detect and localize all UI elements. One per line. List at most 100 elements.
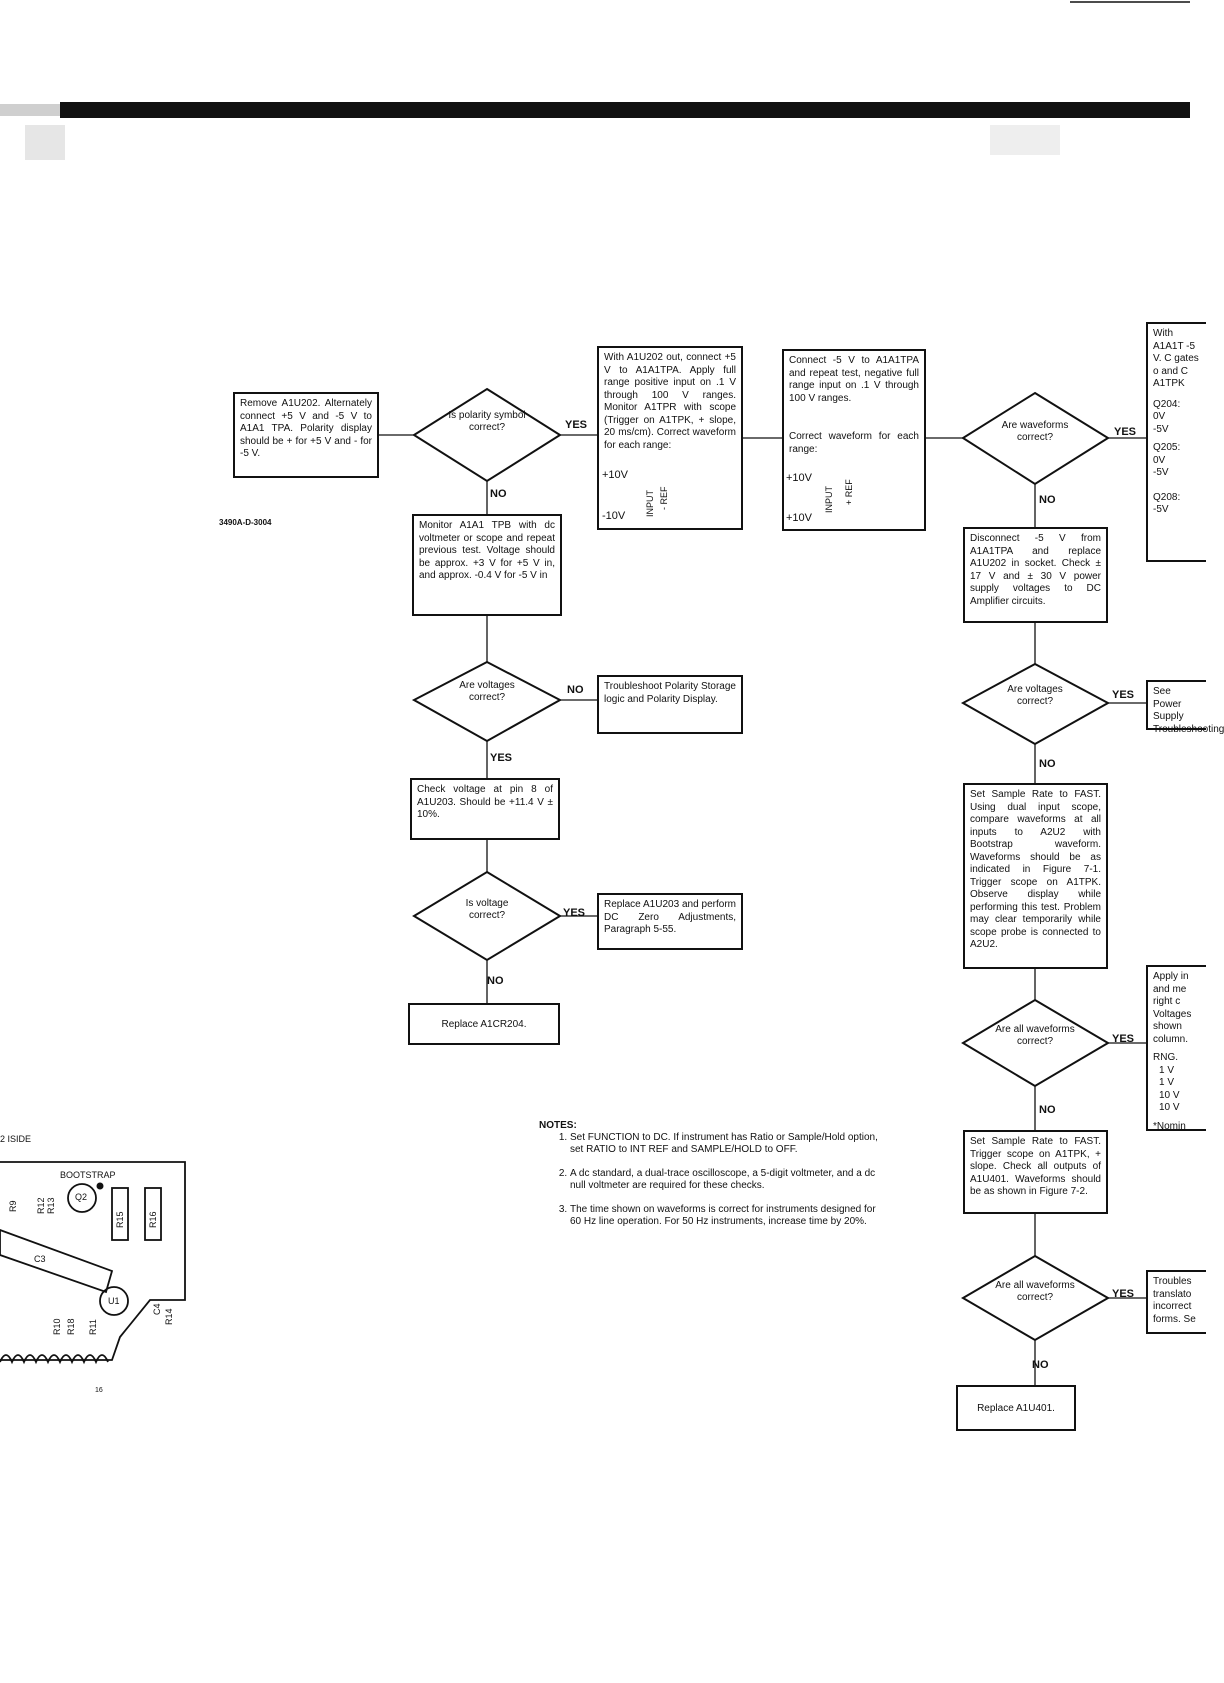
pcb-r14-label: R14: [164, 1308, 174, 1325]
no-label: NO: [567, 684, 584, 696]
pcb-bootstrap-dot: [96, 1182, 104, 1190]
box-remove-u202: Remove A1U202. Alternately connect +5 V …: [233, 392, 379, 478]
top-rule: [60, 102, 1190, 118]
pcb-side-label: 2 ISIDE: [0, 1134, 32, 1144]
pcb-u1: [99, 1286, 129, 1316]
pcb-q2-label: Q2: [75, 1192, 88, 1202]
pcb-c3: [0, 1229, 114, 1294]
connect-minus5-text: Connect -5 V to A1A1TPA and repeat test,…: [789, 355, 919, 404]
waveform-pos-input: INPUT: [645, 490, 655, 517]
pcb-r11-label: R11: [88, 1319, 98, 1335]
box-disconnect-minus5: Disconnect -5 V from A1A1TPA and replace…: [963, 527, 1108, 623]
notes-title: NOTES:: [539, 1120, 577, 1131]
decision-voltage-u203-shape: [412, 870, 562, 962]
flowchart-lines: [0, 1, 1190, 1385]
pcb-r16-label: R16: [148, 1211, 158, 1228]
no-label: NO: [487, 975, 504, 987]
box-replace-cr204: Replace A1CR204.: [408, 1003, 560, 1045]
right-top-text: With A1A1T -5 V. C gates o and C A1TPK: [1153, 328, 1199, 389]
pcb-c4-label: C4: [152, 1303, 162, 1315]
pcb-outline: [0, 1161, 186, 1361]
no-label: NO: [1039, 1104, 1056, 1116]
correct-waveform-text: Correct waveform for each range:: [789, 431, 919, 455]
pcb-r15-label: R15: [115, 1211, 125, 1228]
box-replace-u401: Replace A1U401.: [956, 1385, 1076, 1431]
waveform-neg-input: INPUT: [824, 486, 834, 513]
scan-smudge: [0, 104, 60, 116]
pcb-q2: [67, 1183, 97, 1213]
decision-voltages-2: Are voltages correct?: [1007, 684, 1063, 707]
no-label: NO: [490, 488, 507, 500]
pcb-r9-label: R9: [8, 1200, 18, 1212]
box-see-power: See Power Supply Troubleshooting: [1146, 680, 1224, 735]
pcb-r12-label: R12: [36, 1197, 46, 1214]
box-replace-u203: Replace A1U203 and perform DC Zero Adjus…: [597, 893, 743, 950]
right-rng-row: 1 V: [1159, 1077, 1175, 1088]
decision-all-waveforms-2: Are all waveforms correct?: [995, 1280, 1075, 1303]
yes-label: YES: [1112, 689, 1135, 701]
right-q204: Q204:: [1153, 398, 1181, 410]
pcb-r18-label: R18: [66, 1318, 76, 1335]
waveform-pos-ref: - REF: [659, 486, 669, 511]
pcb-u1-label: U1: [108, 1296, 120, 1306]
box-right-apply: Apply in and me right c Voltages shown c…: [1146, 965, 1206, 1132]
right-q204-5v: -5V: [1153, 423, 1169, 435]
box-right-troubles: Troubles translato incorrect forms. Se: [1146, 1270, 1206, 1334]
scan-speckle-left: [25, 125, 65, 160]
right-apply-text: Apply in and me right c Voltages shown c…: [1153, 971, 1192, 1045]
waveform-pos-bottom: -10V: [602, 510, 626, 522]
waveform-neg-top: +10V: [786, 472, 812, 484]
pcb-pin-label: 16: [95, 1387, 103, 1394]
decision-voltages-1-shape: [411, 660, 563, 743]
pcb-r16: [144, 1187, 162, 1241]
waveform-pos-top: +10V: [602, 469, 628, 481]
right-rng-row: 1 V: [1159, 1064, 1175, 1076]
right-rng-header: RNG.: [1153, 1052, 1178, 1063]
right-rng-row: 10 V: [1159, 1089, 1180, 1101]
decision-all-waveforms-1: Are all waveforms correct?: [995, 1024, 1075, 1047]
no-label: NO: [1039, 494, 1056, 506]
yes-label: YES: [1114, 426, 1137, 438]
box-troubleshoot-polarity: Troubleshoot Polarity Storage logic and …: [597, 675, 743, 734]
yes-label: YES: [490, 752, 513, 764]
right-rng-footer: *Nomin: [1153, 1120, 1186, 1132]
right-q208-5v: -5V: [1153, 504, 1169, 515]
scan-speckle-right: [990, 125, 1060, 155]
decision-voltage-u203: Is voltage correct?: [465, 898, 509, 921]
pcb-connector-strip: [0, 1354, 109, 1365]
box-right-top: With A1A1T -5 V. C gates o and C A1TPK Q…: [1146, 322, 1206, 562]
yes-label: YES: [565, 419, 588, 431]
decision-polarity-shape: [412, 387, 562, 483]
notes-list: Set FUNCTION to DC. If instrument has Ra…: [540, 1132, 885, 1228]
note-item: The time shown on waveforms is correct f…: [570, 1204, 885, 1228]
decision-voltages-2-shape: [960, 662, 1111, 746]
right-q205: Q205:: [1153, 442, 1181, 453]
box-with-u202-out: With A1U202 out, connect +5 V to A1A1TPA…: [597, 346, 743, 530]
box-monitor-tpb: Monitor A1A1 TPB with dc voltmeter or sc…: [412, 514, 562, 616]
decision-voltages-1: Are voltages correct?: [459, 680, 515, 703]
box-sample-rate-fast-2: Set Sample Rate to FAST. Trigger scope o…: [963, 1130, 1108, 1214]
box-sample-rate-fast-1: Set Sample Rate to FAST. Using dual inpu…: [963, 783, 1108, 969]
yes-label: YES: [1112, 1288, 1135, 1300]
pcb-r15: [111, 1187, 129, 1241]
right-rng-row: 10 V: [1159, 1102, 1180, 1113]
note-item: Set FUNCTION to DC. If instrument has Ra…: [570, 1132, 885, 1156]
decision-polarity: Is polarity symbol correct?: [448, 410, 526, 433]
no-label: NO: [1039, 758, 1056, 770]
doc-code: 3490A-D-3004: [219, 518, 272, 527]
box-connect-minus5: Connect -5 V to A1A1TPA and repeat test,…: [782, 349, 926, 531]
waveform-neg-bottom: +10V: [786, 512, 812, 524]
decision-all-waveforms-2-shape: [961, 1254, 1111, 1342]
right-q205-0v: 0V: [1153, 454, 1166, 466]
decision-waveforms-1-shape: [961, 391, 1110, 486]
pcb-bootstrap-label: BOOTSTRAP: [60, 1170, 116, 1180]
yes-label: YES: [563, 907, 586, 919]
pcb-r13-label: R13: [46, 1197, 56, 1214]
note-item: A dc standard, a dual-trace oscilloscope…: [570, 1168, 885, 1192]
right-q208: Q208:: [1153, 491, 1181, 503]
no-label: NO: [1032, 1359, 1049, 1371]
box-check-pin8: Check voltage at pin 8 of A1U203. Should…: [410, 778, 560, 840]
pcb-c3-label: C3: [34, 1254, 46, 1264]
yes-label: YES: [1112, 1033, 1135, 1045]
pcb-r10-label: R10: [52, 1318, 62, 1335]
